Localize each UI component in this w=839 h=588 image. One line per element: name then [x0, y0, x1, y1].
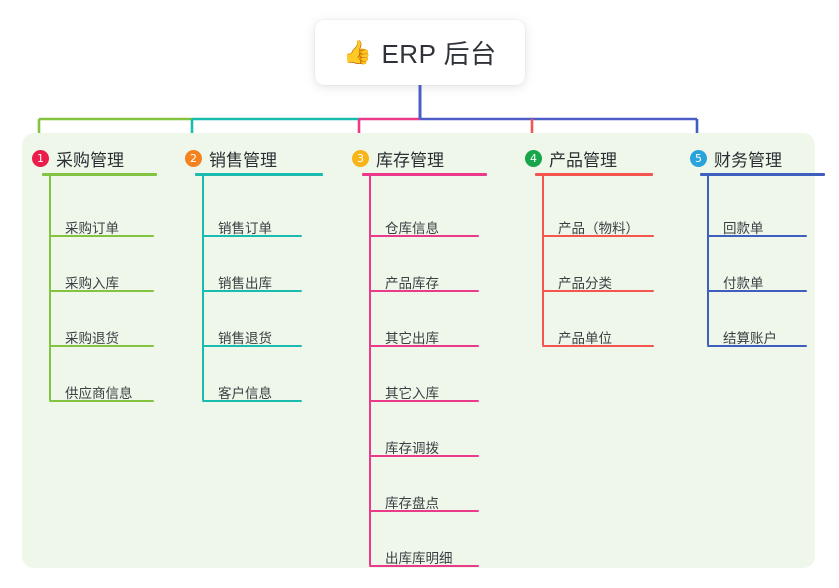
branch-item-rule — [369, 345, 479, 347]
branch-item-rule — [49, 235, 154, 237]
branch-item[interactable]: 销售订单 — [218, 221, 272, 236]
branch-item[interactable]: 其它出库 — [385, 331, 439, 346]
branch-item[interactable]: 销售出库 — [218, 276, 272, 291]
branch-item[interactable]: 采购订单 — [65, 221, 119, 236]
branch-item[interactable]: 产品单位 — [558, 331, 612, 346]
branch-item-rule — [49, 345, 154, 347]
column-header-2[interactable]: 2 销售管理 — [185, 146, 277, 171]
branch-item[interactable]: 采购退货 — [65, 331, 119, 346]
branch-item[interactable]: 供应商信息 — [65, 386, 133, 401]
column-number-badge: 1 — [32, 150, 49, 167]
branch-item-rule — [49, 400, 154, 402]
branch-item[interactable]: 库存盘点 — [385, 496, 439, 511]
root-node-label: ERP 后台 — [381, 39, 497, 69]
branch-item-rule — [202, 345, 302, 347]
branch-item-rule — [369, 290, 479, 292]
column-spine — [202, 174, 204, 400]
branch-item[interactable]: 仓库信息 — [385, 221, 439, 236]
branch-item-rule — [707, 345, 807, 347]
column-title: 财务管理 — [714, 151, 782, 170]
branch-item-rule — [49, 290, 154, 292]
branch-item-rule — [369, 400, 479, 402]
column-title: 库存管理 — [376, 151, 444, 170]
branch-item-rule — [369, 565, 479, 567]
column-number-badge: 4 — [525, 150, 542, 167]
branch-item[interactable]: 客户信息 — [218, 386, 272, 401]
column-number-badge: 2 — [185, 150, 202, 167]
column-title: 销售管理 — [209, 151, 277, 170]
column-header-rule — [700, 173, 825, 176]
branch-item-rule — [542, 290, 654, 292]
column-header-3[interactable]: 3 库存管理 — [352, 146, 444, 171]
branch-item-rule — [202, 235, 302, 237]
branch-item-rule — [369, 510, 479, 512]
column-number-badge: 3 — [352, 150, 369, 167]
thumbs-up-icon: 👍 — [343, 39, 373, 65]
branch-item[interactable]: 出库库明细 — [385, 551, 453, 566]
column-spine — [369, 174, 371, 565]
column-header-rule — [535, 173, 653, 176]
branch-item-rule — [369, 235, 479, 237]
branch-item[interactable]: 付款单 — [723, 276, 764, 291]
column-header-rule — [42, 173, 157, 176]
branch-item-rule — [369, 455, 479, 457]
branch-item-rule — [542, 235, 654, 237]
branch-item-rule — [542, 345, 654, 347]
column-header-4[interactable]: 4 产品管理 — [525, 146, 617, 171]
branch-item[interactable]: 产品库存 — [385, 276, 439, 291]
column-spine — [707, 174, 709, 345]
column-spine — [49, 174, 51, 400]
branch-item[interactable]: 采购入库 — [65, 276, 119, 291]
branch-item-rule — [202, 400, 302, 402]
column-header-5[interactable]: 5 财务管理 — [690, 146, 782, 171]
column-header-rule — [195, 173, 323, 176]
branch-item-rule — [202, 290, 302, 292]
branch-item-rule — [707, 235, 807, 237]
branch-item[interactable]: 回款单 — [723, 221, 764, 236]
column-number-badge: 5 — [690, 150, 707, 167]
column-header-1[interactable]: 1 采购管理 — [32, 146, 124, 171]
branch-item[interactable]: 库存调拨 — [385, 441, 439, 456]
root-node[interactable]: 👍 ERP 后台 — [315, 20, 525, 85]
branch-item-rule — [707, 290, 807, 292]
branch-item[interactable]: 产品分类 — [558, 276, 612, 291]
column-title: 采购管理 — [56, 151, 124, 170]
root-node-title: 👍 ERP 后台 — [343, 34, 496, 71]
branch-item[interactable]: 产品（物料） — [558, 221, 639, 236]
column-title: 产品管理 — [549, 151, 617, 170]
branch-item[interactable]: 其它入库 — [385, 386, 439, 401]
branch-item[interactable]: 结算账户 — [723, 331, 777, 346]
column-spine — [542, 174, 544, 345]
branches-panel — [22, 133, 815, 568]
branch-item[interactable]: 销售退货 — [218, 331, 272, 346]
column-header-rule — [362, 173, 487, 176]
